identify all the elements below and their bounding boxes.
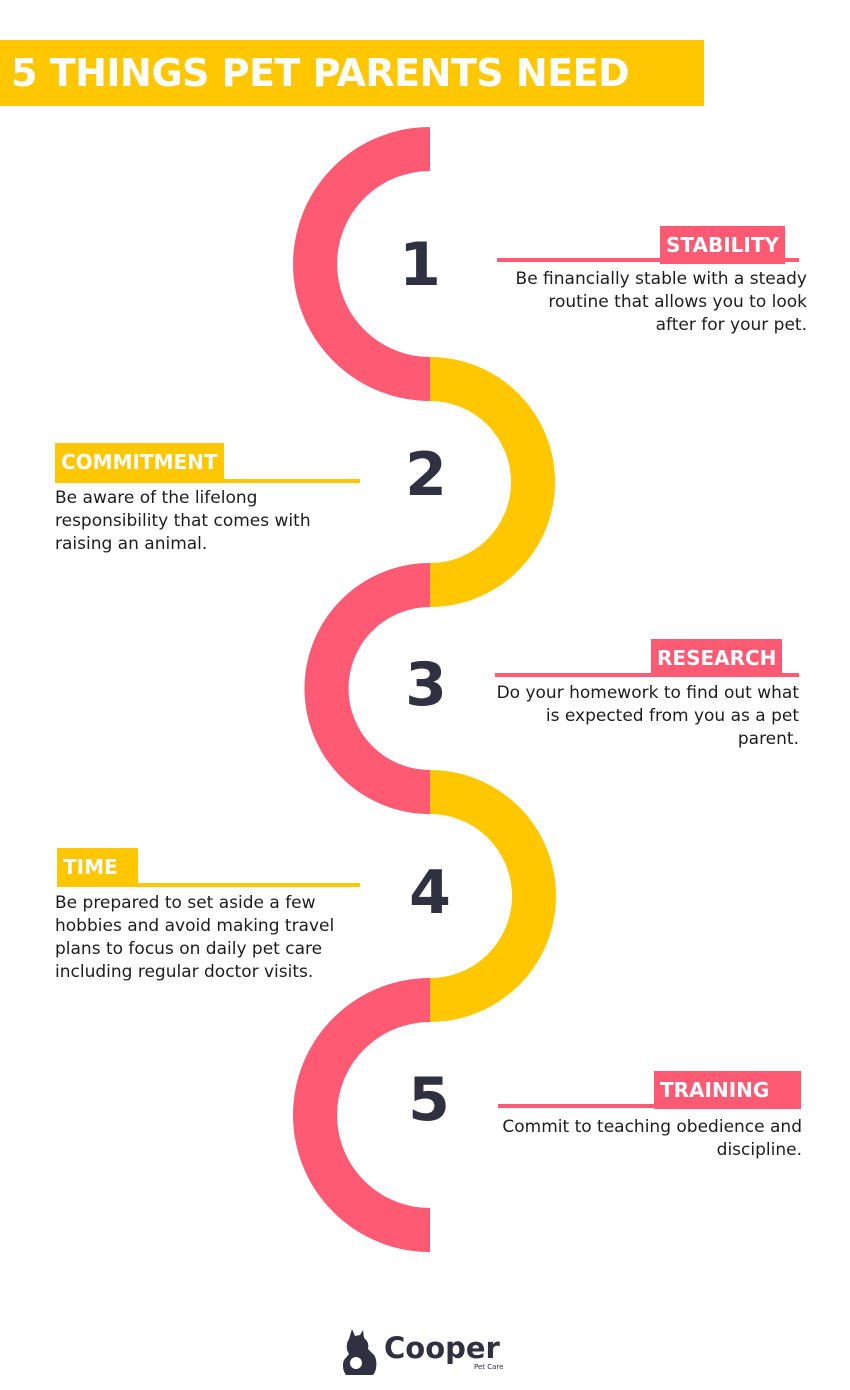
step-2-rule <box>55 479 360 483</box>
logo-tagline: Pet Care <box>474 1363 504 1371</box>
step-description-1: Be financially stable with a steady rout… <box>515 269 807 335</box>
cooper-logo: Cooper Pet Care <box>340 1325 515 1380</box>
step-number-2: 2 <box>405 440 447 510</box>
arc-3 <box>304 563 431 814</box>
step-description-4: Be prepared to set aside a few hobbies a… <box>55 893 335 982</box>
step-1-rule <box>497 258 799 262</box>
step-number-3: 3 <box>405 650 447 720</box>
step-label-research: RESEARCH <box>651 639 783 677</box>
dog-silhouette-icon <box>342 1329 377 1375</box>
step-label-commitment: COMMITMENT <box>55 443 224 481</box>
title-banner: 5 THINGS PET PARENTS NEED <box>0 40 704 106</box>
step-description-2: Be aware of the lifelong responsibility … <box>55 488 311 554</box>
step-number-1: 1 <box>399 230 441 300</box>
step-3-rule <box>495 673 799 677</box>
step-number-4: 4 <box>409 858 451 928</box>
logo-wordmark: Cooper <box>384 1331 500 1365</box>
step-description-3: Do your homework to find out what is exp… <box>496 683 799 749</box>
arc-2 <box>429 357 555 607</box>
step-label-stability: STABILITY <box>660 226 785 264</box>
step-label-training: TRAINING <box>654 1071 801 1109</box>
arc-5 <box>293 978 431 1252</box>
step-label-time: TIME <box>57 848 138 886</box>
step-5-rule <box>498 1104 801 1108</box>
arc-1 <box>293 127 431 401</box>
step-number-5: 5 <box>408 1065 450 1135</box>
page-title: 5 THINGS PET PARENTS NEED <box>11 51 630 95</box>
step-4-rule <box>57 883 360 887</box>
step-description-5: Commit to teaching obedience and discipl… <box>502 1117 802 1160</box>
arc-4 <box>429 770 556 1022</box>
